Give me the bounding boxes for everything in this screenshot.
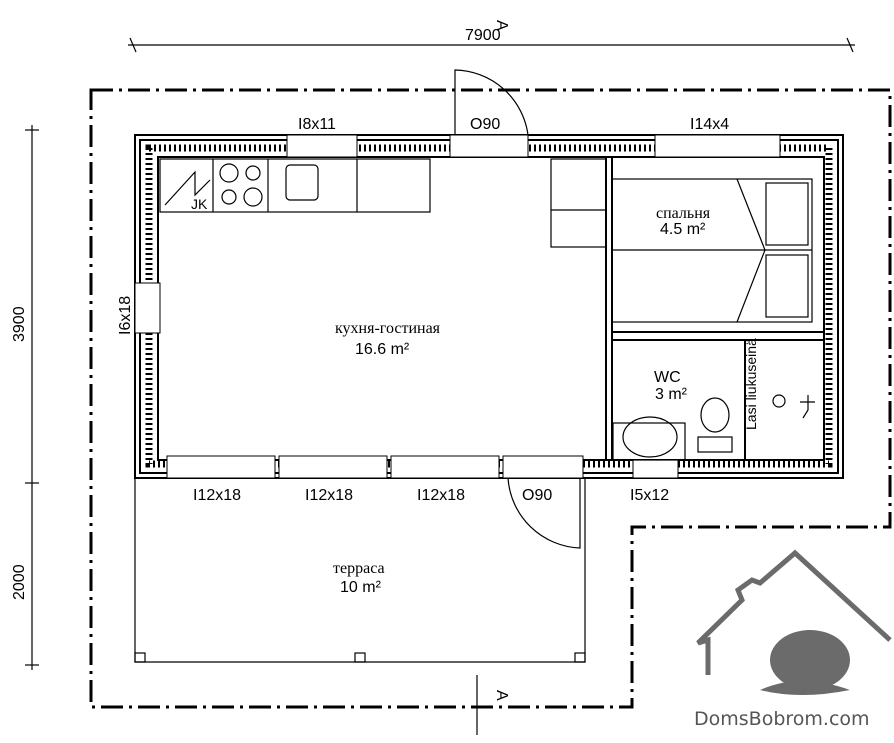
section-mark-top: A — [493, 20, 510, 31]
dimension-height-house: 3900 — [11, 306, 28, 342]
fridge-label: JK — [191, 196, 208, 212]
window-label-bottom-2: I12x18 — [305, 487, 353, 504]
logo-text: DomsBobrom.com — [694, 708, 870, 730]
logo — [696, 549, 892, 695]
door-label-top: O90 — [470, 116, 500, 133]
wc-fixtures — [612, 394, 815, 461]
section-mark-bottom: A — [493, 690, 510, 701]
room-name-living: кухня-гостиная — [335, 320, 441, 337]
door-label-bottom: O90 — [522, 487, 552, 504]
room-name-bedroom: спальня — [656, 205, 711, 222]
window-label-top-left: I8x11 — [298, 116, 336, 133]
room-area-bedroom: 4.5 m² — [660, 221, 706, 238]
terrace — [134, 478, 586, 663]
window-label-top-right: I14x4 — [690, 116, 729, 133]
window-label-bottom-1: I12x18 — [193, 487, 241, 504]
dimension-width: 7900 — [465, 27, 501, 44]
windows — [134, 69, 781, 549]
walls — [134, 134, 844, 479]
room-area-terrace: 10 m² — [340, 579, 382, 596]
room-area-wc: 3 m² — [655, 386, 688, 403]
dimension-height-terrace: 2000 — [11, 564, 28, 600]
kitchen-unit — [159, 158, 607, 248]
room-name-terrace: терраса — [333, 560, 385, 577]
room-name-wc: WC — [654, 369, 681, 386]
bed — [611, 178, 813, 323]
dimension-lines — [25, 37, 855, 670]
room-area-living: 16.6 m² — [355, 341, 410, 358]
glass-wall-label: Lasi liukuseinä — [743, 338, 759, 430]
window-label-wc: I5x12 — [630, 487, 669, 504]
window-label-left: I6x18 — [117, 296, 134, 335]
window-label-bottom-3: I12x18 — [417, 487, 465, 504]
site-outline — [89, 88, 892, 709]
